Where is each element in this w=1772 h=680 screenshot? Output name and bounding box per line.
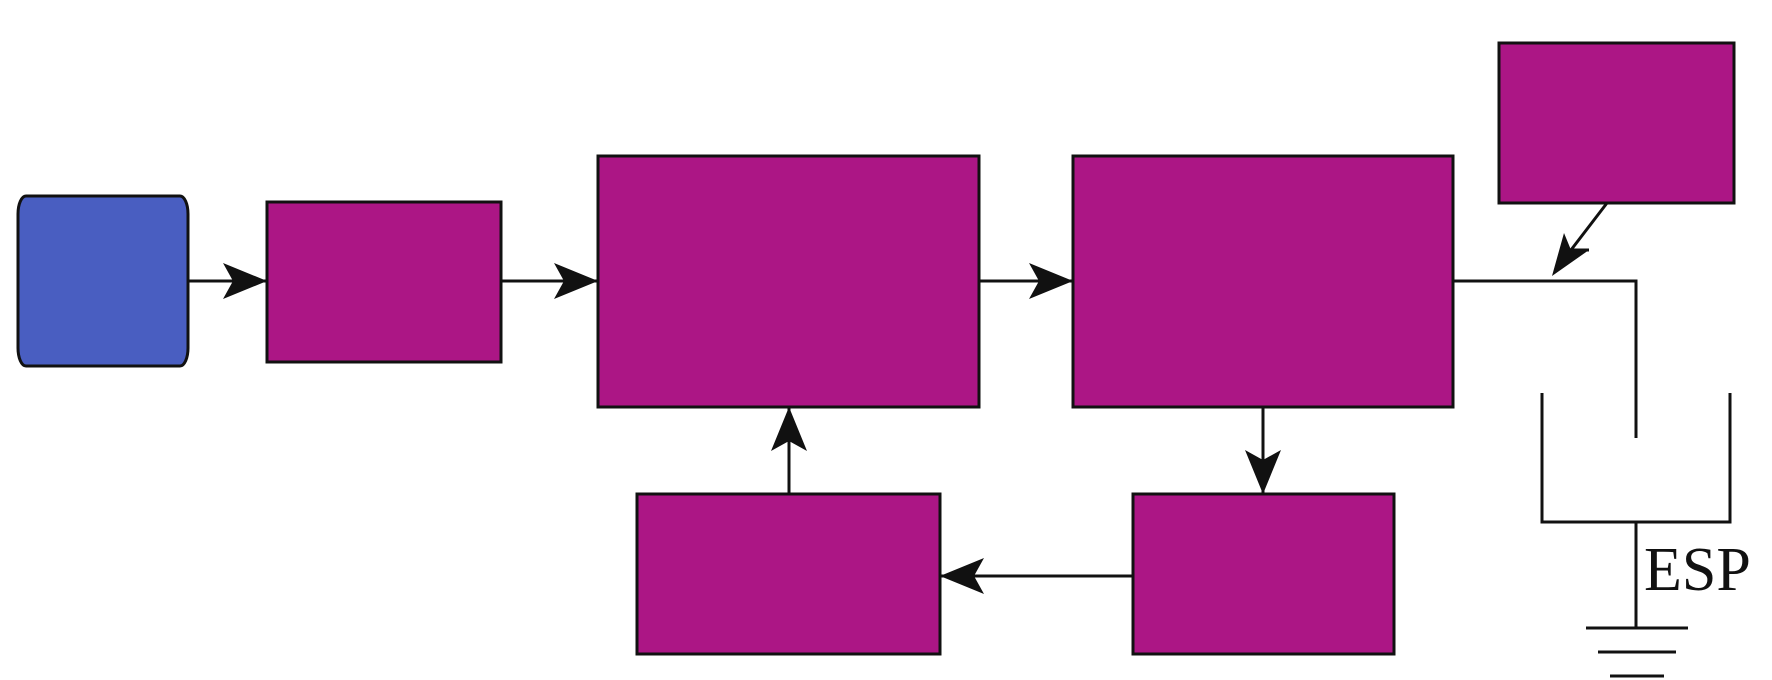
block-1 (265, 200, 503, 364)
ground-icon (1586, 626, 1688, 678)
block-6-bottom-left (635, 492, 942, 656)
lightning-arrowhead (1552, 233, 1589, 276)
output-line (1453, 279, 1638, 438)
block-2 (596, 154, 981, 409)
block-3 (1071, 154, 1455, 409)
lightning-arrow (1567, 202, 1609, 252)
esp-label: ESP (1644, 536, 1751, 604)
source-block (16, 194, 190, 368)
block-5-bottom-right (1131, 492, 1396, 656)
block-4-top-right (1497, 41, 1736, 205)
